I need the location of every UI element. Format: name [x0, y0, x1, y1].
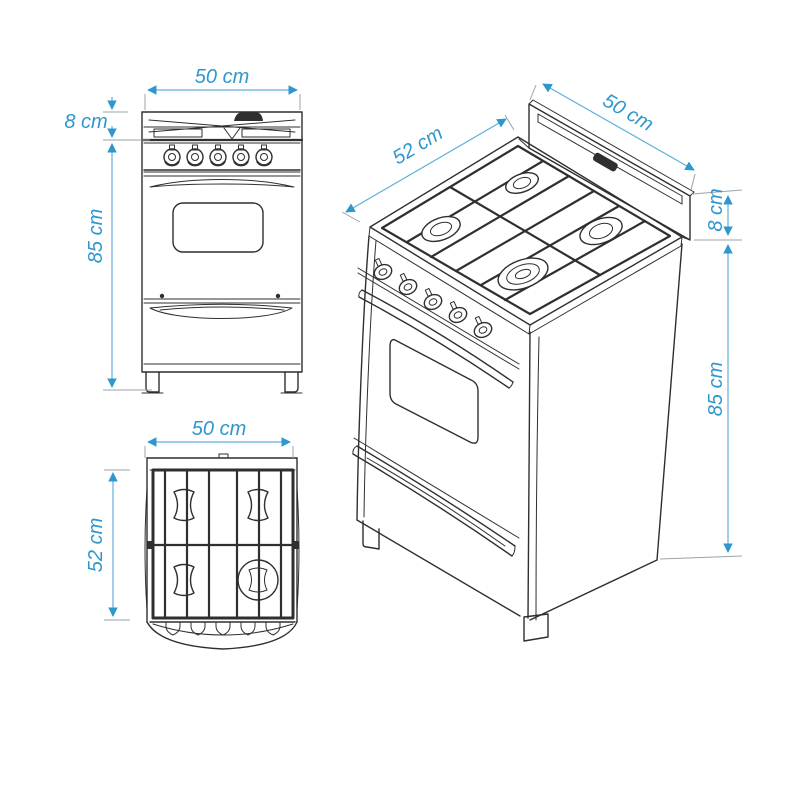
- top-view: [144, 453, 300, 650]
- front-height-label: 85 cm: [85, 209, 107, 263]
- persp-knobs: [373, 257, 493, 339]
- dimension-persp-backsplash-height: 8 cm: [691, 188, 743, 241]
- top-knobs: [165, 621, 281, 636]
- front-width-label: 50 cm: [195, 66, 249, 88]
- persp-depth-label: 52 cm: [389, 122, 447, 169]
- dimension-persp-width: 50 cm: [529, 83, 696, 191]
- front-body-outline: [141, 111, 303, 373]
- top-knob-band: [146, 621, 298, 650]
- dimension-persp-depth: 52 cm: [341, 114, 515, 223]
- dimension-front-width: 50 cm: [144, 66, 301, 110]
- top-grate: [147, 468, 299, 620]
- front-view: [140, 111, 304, 394]
- burner-back: [505, 172, 539, 194]
- front-drawer-handle: [149, 303, 293, 319]
- dimension-front-body-height: 85 cm: [85, 143, 152, 391]
- persp-legs: [362, 520, 549, 642]
- persp-cooktop: [368, 136, 683, 335]
- burner-right: [579, 216, 623, 246]
- front-oven-window: [172, 202, 264, 253]
- burner-top-right: [247, 488, 269, 522]
- persp-width-label: 50 cm: [599, 90, 657, 136]
- burner-front: [497, 257, 549, 291]
- front-control-panel: [143, 144, 301, 171]
- front-oven-door: [143, 171, 301, 300]
- persp-backsplash-label: 8 cm: [705, 188, 727, 231]
- top-outline: [144, 453, 300, 623]
- persp-oven-handle: [361, 289, 514, 383]
- brand-logo: [592, 152, 618, 172]
- persp-drawer: [352, 437, 520, 557]
- front-legs: [141, 371, 303, 394]
- top-width-label: 50 cm: [192, 418, 246, 440]
- brand-logo: [234, 112, 263, 121]
- top-burners: [173, 488, 279, 601]
- dimension-top-width: 50 cm: [144, 418, 294, 458]
- persp-oven-window: [389, 338, 479, 444]
- persp-burners: [421, 172, 623, 291]
- dimension-persp-body-height: 85 cm: [659, 244, 743, 560]
- front-burner-edge-row: [143, 126, 301, 140]
- dimension-front-backsplash-height: 8 cm: [64, 97, 150, 141]
- persp-body: [356, 235, 683, 621]
- burner-top-left: [173, 488, 195, 522]
- persp-oven-door: [358, 289, 514, 444]
- top-depth-label: 52 cm: [85, 518, 107, 572]
- front-oven-handle: [149, 179, 295, 188]
- persp-height-label: 85 cm: [705, 362, 727, 416]
- dimension-top-depth: 52 cm: [85, 469, 130, 621]
- burner-bottom-left: [173, 563, 195, 597]
- burner-bottom-right: [237, 559, 279, 601]
- front-knobs: [163, 144, 273, 167]
- persp-control-band: [357, 257, 520, 370]
- front-drawer: [143, 302, 301, 365]
- front-backsplash-label: 8 cm: [64, 111, 107, 133]
- front-backsplash: [148, 112, 296, 133]
- burner-left: [421, 215, 461, 243]
- perspective-view: [352, 99, 695, 642]
- persp-drawer-handle: [356, 445, 516, 547]
